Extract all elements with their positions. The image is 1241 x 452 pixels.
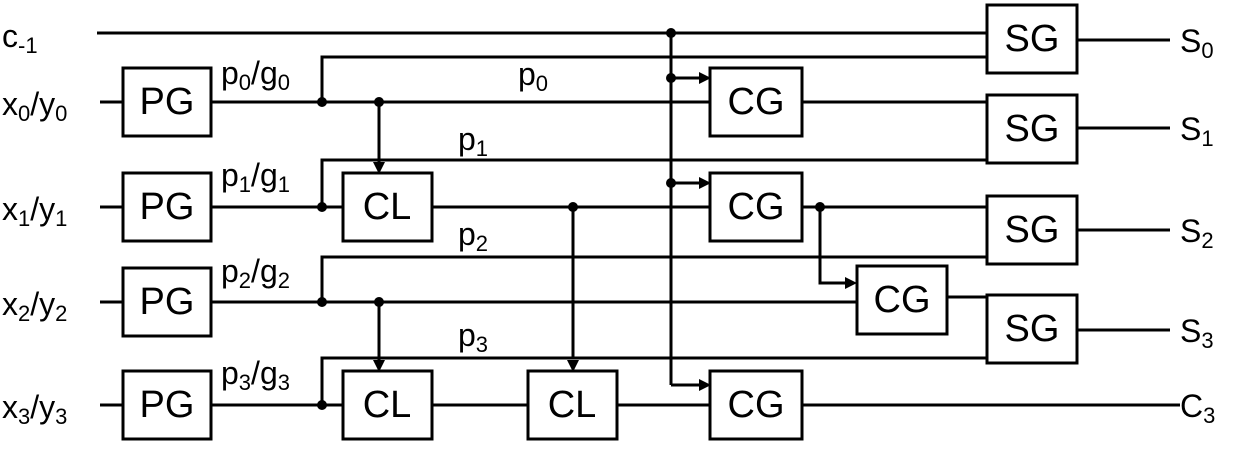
pg-block-1-label: PG xyxy=(140,186,195,228)
cg-block-2: CG xyxy=(855,264,949,336)
arrow-cl3-in xyxy=(373,360,385,372)
arrow-cg1-carry xyxy=(699,177,711,189)
carry-in-label: c-1 xyxy=(2,18,38,58)
sg-block-2-label: SG xyxy=(1005,209,1060,251)
cg-block-1: CG xyxy=(708,171,804,243)
propagate-label-3: p3 xyxy=(458,317,488,357)
input-label-3: x3/y3 xyxy=(2,389,67,429)
pg-block-2-label: PG xyxy=(140,281,195,323)
sg-block-1: SG xyxy=(985,93,1079,165)
cl-block-3b-label: CL xyxy=(548,384,597,426)
arrowheads xyxy=(373,72,857,391)
cg-block-3: CG xyxy=(708,369,804,441)
sg-block-3-label: SG xyxy=(1005,308,1060,350)
cg-block-0-label: CG xyxy=(728,81,785,123)
cg-block-3-label: CG xyxy=(728,384,785,426)
cg-block-1-label: CG xyxy=(728,186,785,228)
output-label-c3: C3 xyxy=(1180,388,1215,428)
pg-block-0: PG xyxy=(121,66,213,138)
arrow-cl3b-in xyxy=(567,360,579,372)
sg-block-0-label: SG xyxy=(1005,18,1060,60)
pg-label-0: p0/g0 xyxy=(221,55,290,95)
pg-label-2: p2/g2 xyxy=(221,253,290,293)
pg-block-1: PG xyxy=(121,171,213,243)
sg-block-0: SG xyxy=(985,3,1079,75)
pg-block-0-label: PG xyxy=(140,81,195,123)
propagate-label-0: p0 xyxy=(518,56,548,96)
cg-block-0: CG xyxy=(708,66,804,138)
input-label-2: x2/y2 xyxy=(2,286,67,326)
propagate-label-2: p2 xyxy=(458,216,488,256)
arrow-cl1-in xyxy=(373,162,385,174)
junctions xyxy=(317,28,825,410)
pg-block-3-label: PG xyxy=(140,384,195,426)
arrow-cg2-carry xyxy=(845,277,857,289)
sg-block-2: SG xyxy=(985,194,1079,266)
cl-block-3b: CL xyxy=(526,369,619,441)
pg-block-3: PG xyxy=(121,369,213,441)
arrow-cg3-carry xyxy=(699,379,711,391)
cg-block-2-label: CG xyxy=(874,279,931,321)
input-label-0: x0/y0 xyxy=(2,86,67,126)
cl-block-1: CL xyxy=(341,171,434,243)
sg-block-1-label: SG xyxy=(1005,108,1060,150)
cl-block-1-label: CL xyxy=(363,186,412,228)
output-label-s3: S3 xyxy=(1180,313,1214,353)
input-label-1: x1/y1 xyxy=(2,191,67,231)
pg-label-1: p1/g1 xyxy=(221,157,290,197)
arrow-cg0-carry xyxy=(699,72,711,84)
pg-block-2: PG xyxy=(121,266,213,338)
cl-block-3-label: CL xyxy=(363,384,412,426)
sg-block-3: SG xyxy=(985,293,1079,365)
output-label-s1: S1 xyxy=(1180,111,1214,151)
output-label-s2: S2 xyxy=(1180,213,1214,253)
output-label-s0: S0 xyxy=(1180,23,1214,63)
cl-block-3: CL xyxy=(341,369,434,441)
pg-label-3: p3/g3 xyxy=(221,355,290,395)
propagate-label-1: p1 xyxy=(458,121,488,161)
